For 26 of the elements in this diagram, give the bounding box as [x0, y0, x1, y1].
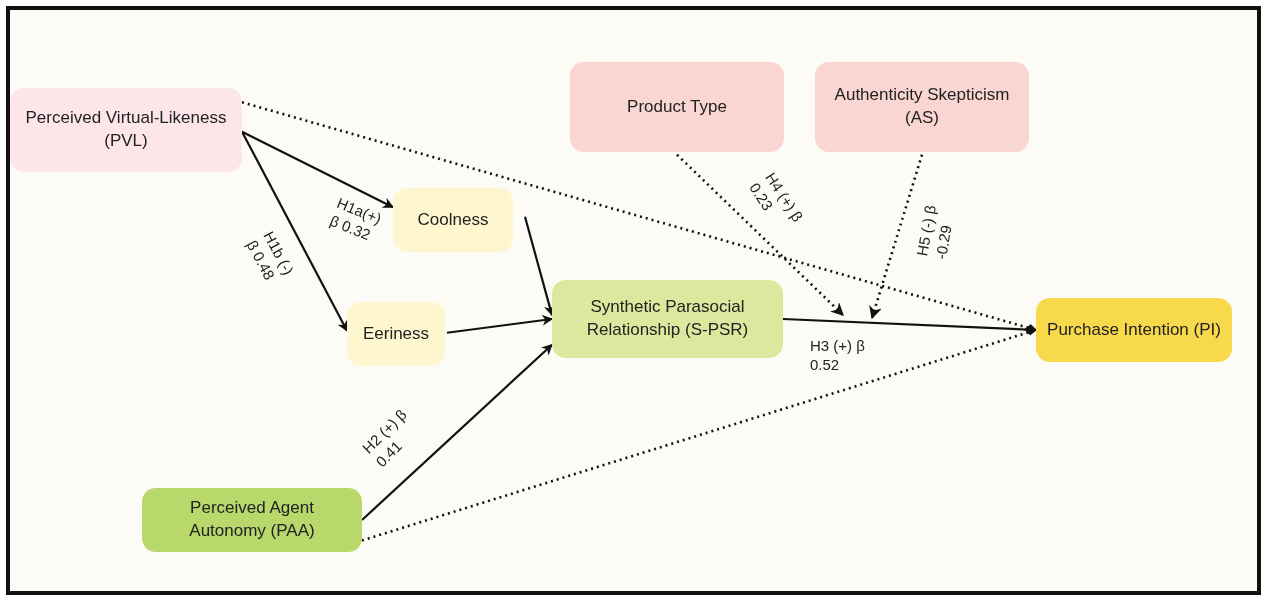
variable-name: Perceived Virtual-Likeness (PVL) — [24, 107, 228, 152]
variable-name: Product Type — [627, 95, 727, 118]
edge-label: H3 (+) β 0.52 — [809, 337, 866, 375]
variable-box — [552, 280, 783, 358]
dotted-arrow — [676, 153, 844, 316]
variable-box — [1036, 298, 1232, 362]
variable-name: Eeriness — [362, 322, 430, 345]
variable-box — [10, 88, 242, 172]
variable-box — [815, 62, 1029, 152]
variable-name: Purchase Intention (PI) — [1047, 318, 1221, 341]
arrow — [241, 130, 394, 209]
arrow — [446, 314, 554, 334]
variable-box — [570, 62, 784, 152]
arrow — [241, 131, 348, 332]
edge-label: H5 (-) β -0.29 — [913, 202, 956, 263]
edge-label: H1b (-) β 0.48 — [242, 227, 299, 285]
dotted-arrow — [869, 154, 924, 320]
variable-name: Authenticity Skepticism (AS) — [833, 84, 1011, 129]
variable-box — [393, 188, 513, 252]
variable-name: Perceived Agent Autonomy (PAA) — [188, 497, 316, 542]
variable-box — [347, 302, 445, 366]
variable-box — [142, 488, 362, 552]
variable-name: Coolness — [417, 208, 489, 231]
edge-label: H2 (+) β 0.41 — [357, 404, 411, 472]
arrow — [361, 343, 553, 521]
variable-name: Synthetic Parasocial Relationship (S-PSR) — [585, 296, 750, 341]
